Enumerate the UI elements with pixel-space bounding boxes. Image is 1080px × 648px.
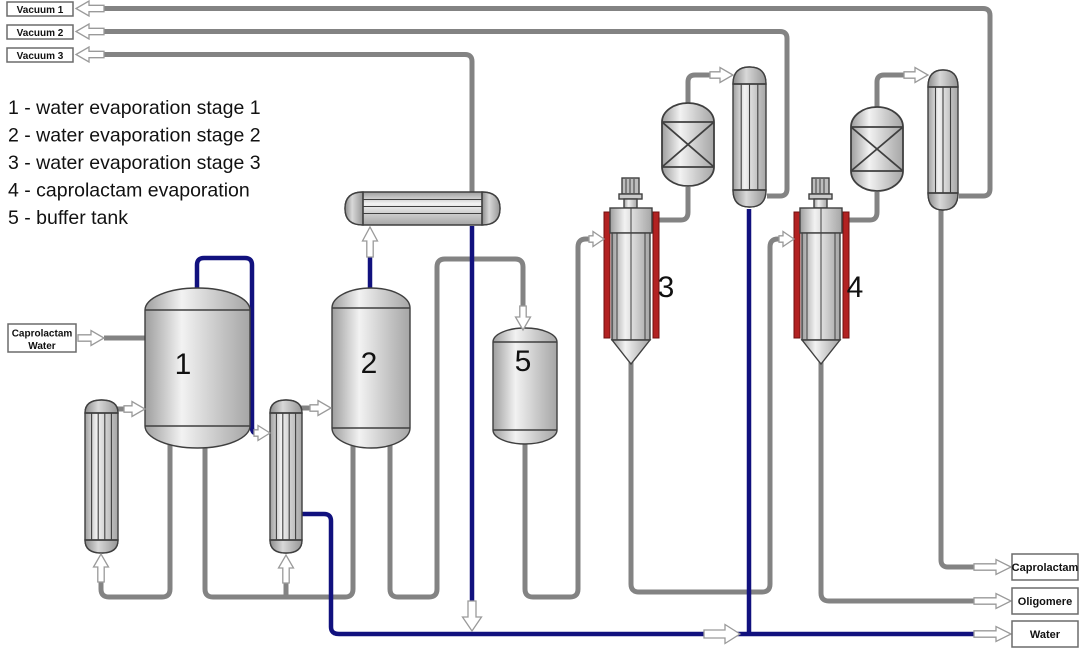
heat-exchanger-2: [269, 399, 303, 554]
vacuum-3-label: Vacuum 3: [17, 51, 64, 62]
caprolactam-out-box: [1011, 553, 1079, 581]
arrow-to-vacuum-3: [74, 45, 105, 64]
legend-item-4: 4 - caprolactam evaporation: [8, 180, 250, 202]
arrow-to-caprolactam: [973, 558, 1013, 576]
pipe-evaporator3-to-evaporator4: [628, 236, 780, 595]
pipe-tank1-bottoms-to-exchanger2: [202, 444, 356, 600]
arrow-into-exchanger1: [92, 552, 110, 583]
arrow-into-tank5: [514, 305, 532, 332]
arrow-exchanger1-to-tank1: [123, 400, 147, 418]
tank5-number: 5: [515, 345, 532, 378]
labels: Vacuum 1 Vacuum 2 Vacuum 3 Caprolactam W…: [8, 5, 1079, 641]
evaporator-3: [603, 177, 660, 366]
pipe-evaporator4-vapor: [841, 192, 880, 223]
oligomere-out-box: [1011, 587, 1079, 615]
legend-item-1: 1 - water evaporation stage 1: [8, 97, 261, 119]
arrow-into-column2: [903, 66, 930, 84]
tank-evaporation-stage-1: [144, 287, 251, 449]
legend-item-5: 5 - buffer tank: [8, 207, 128, 229]
pipe-evaporator4-to-oligomere: [818, 362, 975, 604]
arrow-condensate-down: [461, 600, 483, 633]
tank2-number: 2: [361, 347, 378, 380]
tank1-number: 1: [175, 348, 192, 381]
legend-item-3: 3 - water evaporation stage 3: [8, 152, 261, 174]
separator-x-1: [661, 102, 715, 187]
condenser-column-2: [927, 69, 959, 211]
vacuum-2-box: [6, 24, 74, 40]
pipe-tank1-vapor-to-exchanger2: [194, 255, 257, 436]
evaporator-3-heater-right: [652, 211, 660, 339]
arrow-into-evaporator3: [588, 230, 606, 248]
arrow-into-evaporator4: [778, 230, 796, 248]
pipe-tank5-to-evaporator3: [522, 236, 590, 600]
evaporator-3-cone: [610, 339, 652, 366]
arrow-vapor-into-condenser: [361, 225, 379, 258]
vessels: [84, 66, 959, 554]
water-out-label: Water: [1030, 629, 1061, 641]
vacuum-1-label: Vacuum 1: [17, 5, 64, 16]
separator-x-2: [850, 106, 904, 192]
caprolactam-out-label: Caprolactam: [1012, 562, 1079, 574]
arrow-to-vacuum-1: [74, 0, 105, 18]
evaporator-4-heater-left: [793, 211, 801, 339]
feed-label-line1: Caprolactam: [12, 329, 73, 340]
water-out-box: [1011, 620, 1079, 648]
evaporator-4: [793, 177, 850, 366]
pipe-tank2-bottoms-to-tank5: [387, 256, 526, 600]
tank-evaporation-stage-2: [331, 287, 411, 449]
arrow-into-exchanger2: [277, 553, 295, 584]
pipe-vacuum-3: [104, 52, 475, 193]
evaporator-4-heater-right: [842, 211, 850, 339]
arrow-water-header: [703, 623, 742, 645]
pipe-tank1-recirc-exchanger1: [98, 444, 173, 600]
evaporator-4-cone: [800, 339, 842, 366]
feed-box: [7, 323, 77, 353]
arrow-to-water: [973, 625, 1013, 643]
arrow-to-vacuum-2: [74, 22, 105, 41]
pipe-separator1-to-column1: [685, 72, 712, 106]
arrow-vapor-into-exchanger2: [253, 424, 272, 442]
arrow-to-oligomere: [973, 592, 1013, 610]
condenser-column-1: [732, 66, 767, 208]
buffer-tank-5: [492, 327, 558, 445]
pipe-column2-to-caprolactam: [938, 209, 975, 570]
feed-label-line2: Water: [28, 341, 56, 352]
gray-pipe-network: [98, 6, 993, 604]
arrow-into-column1: [709, 66, 735, 84]
evaporator3-number: 3: [658, 271, 675, 304]
label-boxes: [6, 1, 1079, 648]
vacuum-1-box: [6, 1, 74, 17]
arrow-exchanger2-to-tank2: [309, 399, 333, 417]
pipe-water-header: [300, 511, 975, 637]
flow-arrows: [74, 0, 1013, 645]
legend-item-2: 2 - water evaporation stage 2: [8, 125, 261, 147]
oligomere-out-label: Oligomere: [1018, 596, 1072, 608]
navy-pipe-network: [194, 209, 975, 637]
pipe-vacuum-2: [104, 29, 790, 199]
pipe-vacuum-1: [104, 6, 993, 199]
evaporator4-number: 4: [847, 271, 864, 304]
pipe-separator2-to-column2: [874, 72, 906, 110]
pipe-evaporator3-vapor: [651, 187, 691, 223]
condenser-horizontal: [344, 191, 501, 226]
heat-exchanger-1: [84, 399, 119, 554]
vacuum-3-box: [6, 47, 74, 63]
vacuum-2-label: Vacuum 2: [17, 28, 64, 39]
evaporator-3-heater-left: [603, 211, 611, 339]
arrow-feed: [77, 329, 106, 347]
